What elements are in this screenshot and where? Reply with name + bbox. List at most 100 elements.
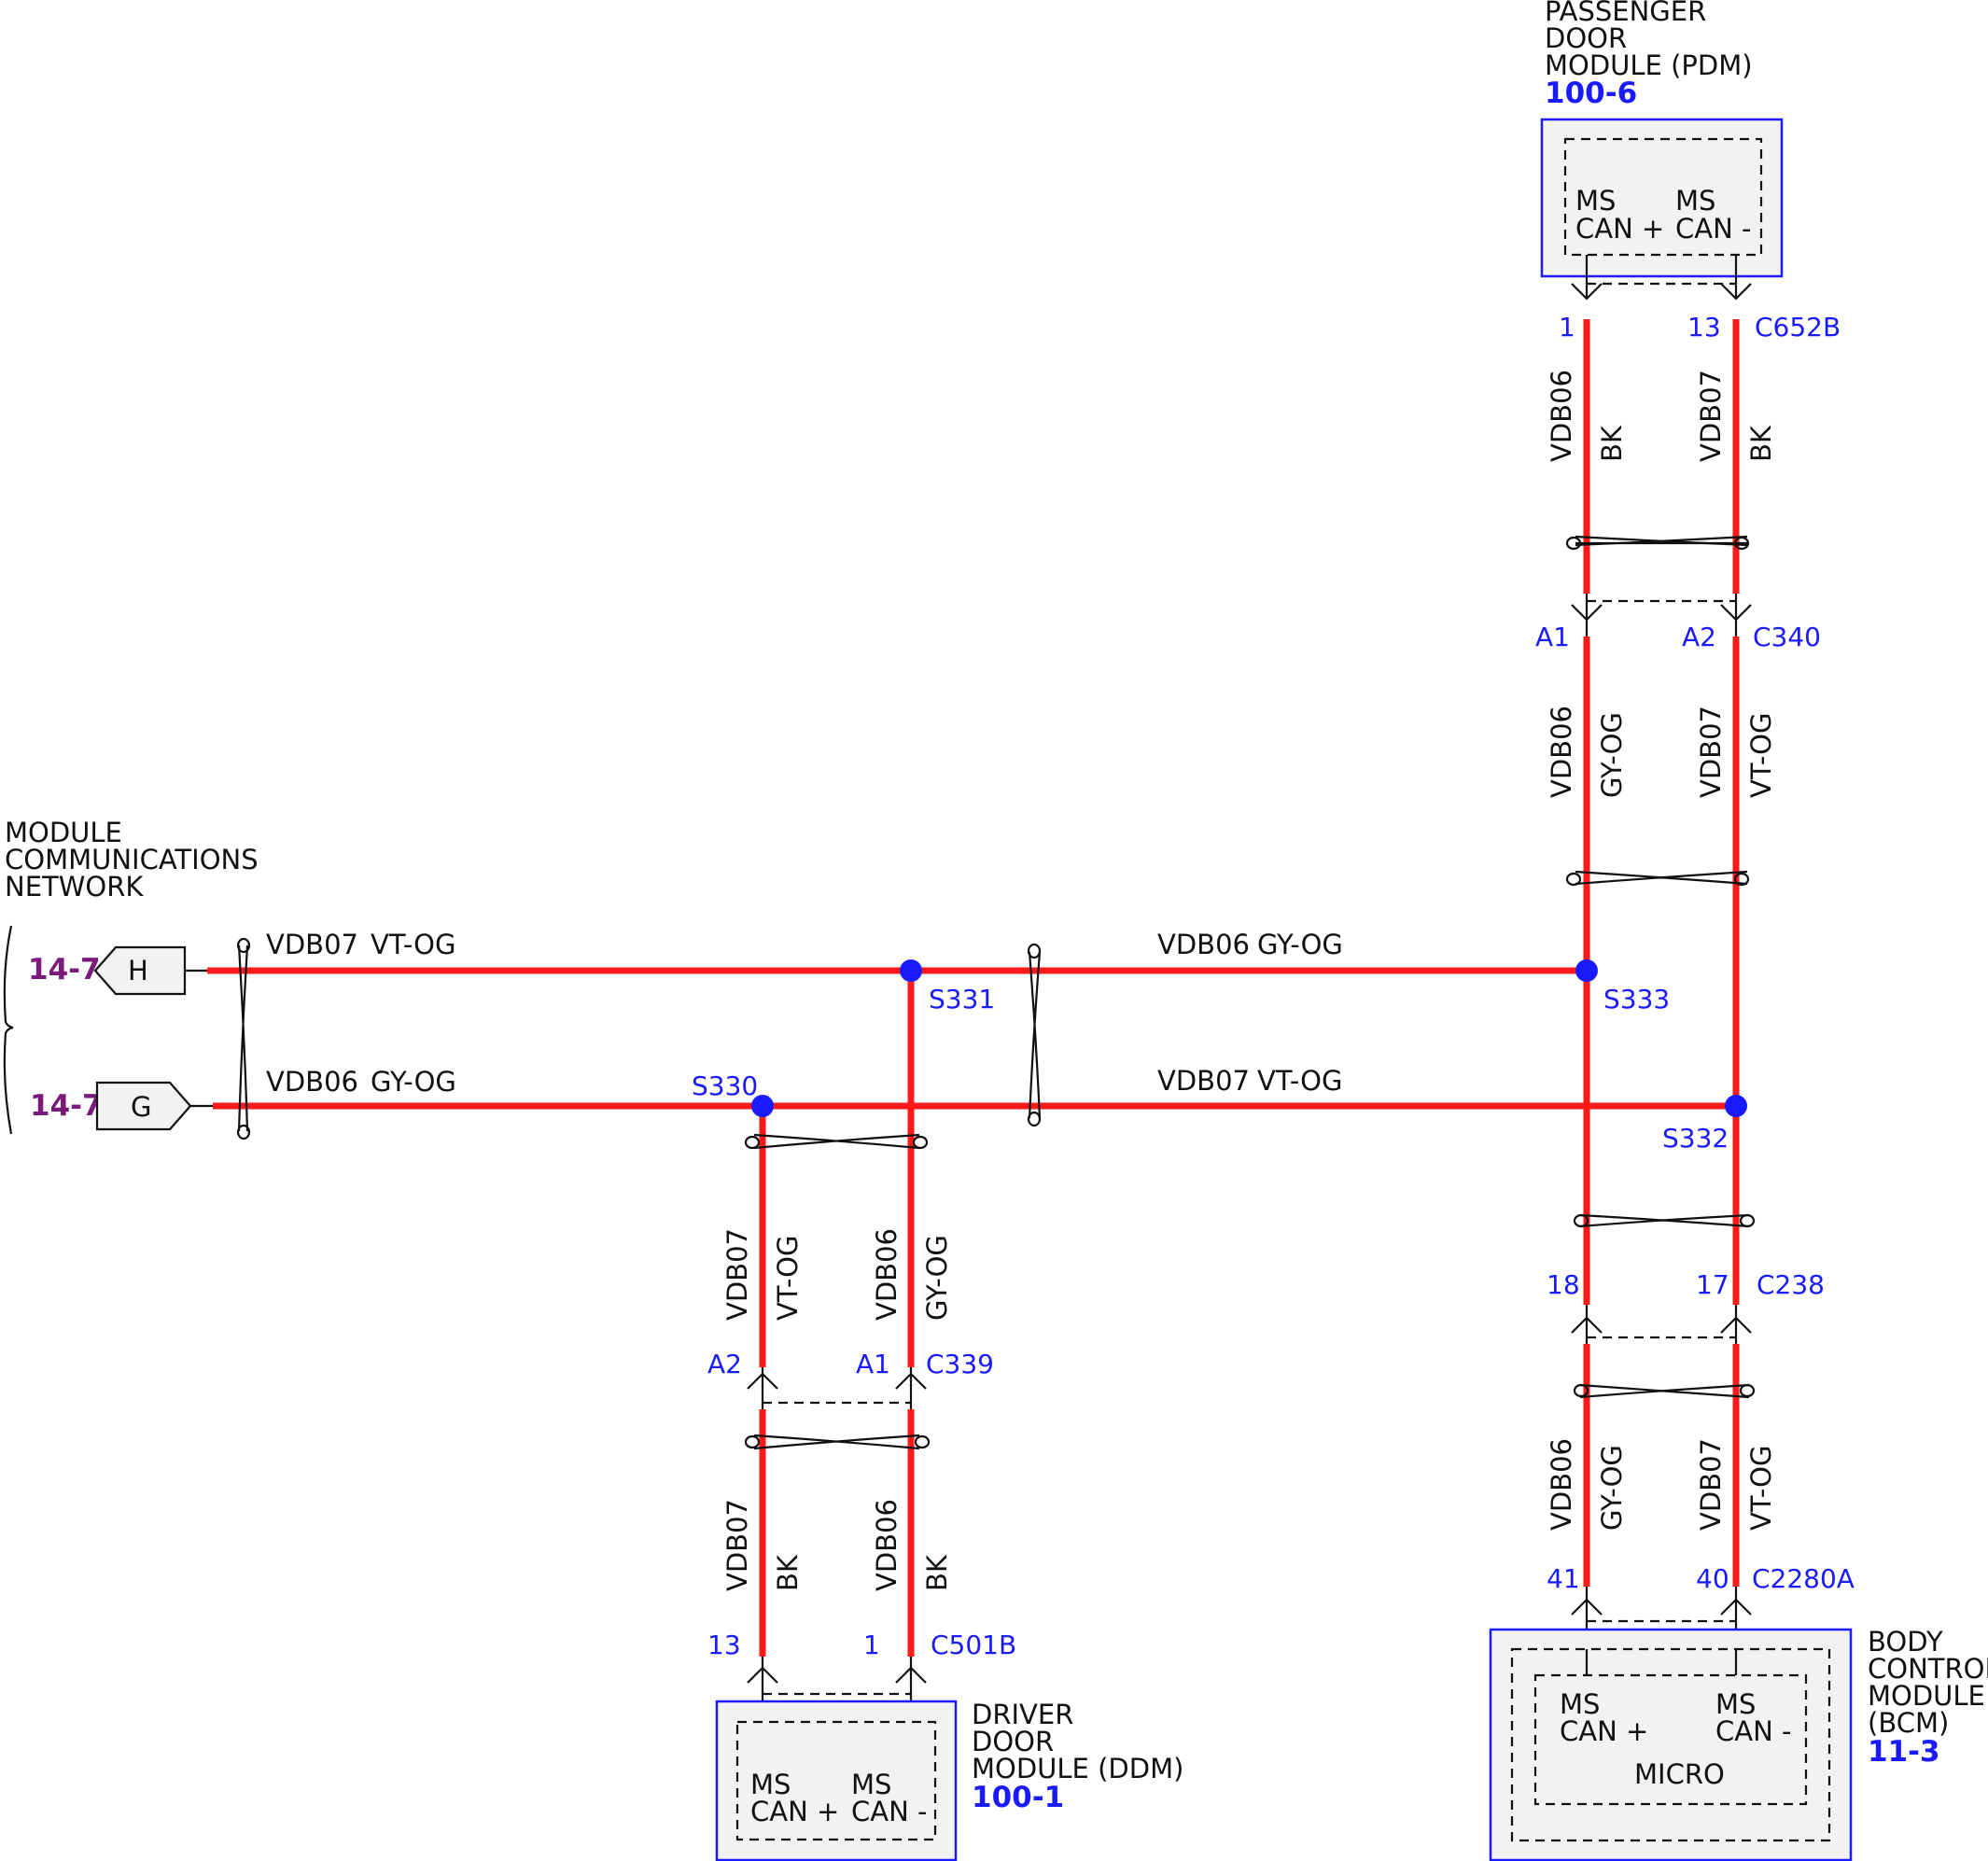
c339-pin-b: A1 <box>856 1349 890 1379</box>
bcm-reference-link[interactable]: 11-3 <box>1868 1735 1940 1769</box>
c339-label: C339 <box>926 1349 994 1379</box>
bcm-name-line-2: CONTROL <box>1868 1653 1988 1685</box>
pdm-name-line-3: MODULE (PDM) <box>1545 49 1753 81</box>
connector-c652b[interactable]: 1 13 C652B <box>1559 282 1841 343</box>
c652b-pin-a: 1 <box>1559 312 1575 343</box>
twisted-pair-end <box>1565 872 1582 887</box>
twisted-pair-end <box>744 1135 761 1150</box>
wire-label-circuit: VDB07 <box>1695 1438 1727 1531</box>
wire-label-color: GY-OG <box>921 1235 953 1321</box>
connector-c238[interactable]: 18 17 C238 <box>1547 1269 1825 1344</box>
wire-label-circuit: VDB07 <box>266 929 358 960</box>
splice-dot <box>1725 1095 1747 1117</box>
twisted-pair-end <box>1565 536 1582 551</box>
wire-label-circuit: VDB07 <box>1695 370 1727 462</box>
wire-label-color: VT-OG <box>1745 713 1777 798</box>
twisted-pair-end <box>1573 1383 1589 1398</box>
wire-label-color: BK <box>921 1554 953 1591</box>
connector-g-flag[interactable] <box>95 1081 192 1131</box>
twisted-pair-end <box>914 1434 931 1449</box>
pdm-reference-link[interactable]: 100-6 <box>1545 77 1637 110</box>
bcm-pin-plus-line-2: CAN + <box>1560 1715 1648 1747</box>
pdm-name-line-1: PASSENGER <box>1545 0 1706 27</box>
twisted-pair-end <box>1573 1213 1589 1228</box>
bcm-outer-dashed <box>1510 1647 1831 1842</box>
driver-door-module[interactable]: MS CAN + MS CAN - DRIVER DOOR MODULE (DD… <box>715 1699 1183 1861</box>
c340-pin-a: A1 <box>1535 622 1570 652</box>
twisted-pair-end <box>1739 1213 1756 1228</box>
splice-s330-label: S330 <box>692 1070 758 1101</box>
c2280a-label: C2280A <box>1752 1563 1855 1594</box>
c501b-label: C501B <box>931 1630 1016 1660</box>
twisted-pair-end <box>1027 1111 1042 1127</box>
c501b-pin-a: 13 <box>707 1630 741 1660</box>
bcm-pin-minus-line-1: MS <box>1715 1688 1756 1720</box>
twisted-pair-symbol <box>1575 870 1748 886</box>
twisted-pair-symbol <box>1028 951 1042 1119</box>
splice-s332[interactable]: S332 <box>1662 1095 1747 1154</box>
wire-label-circuit: VDB07 <box>1695 706 1727 798</box>
pdm-inner-box <box>1563 137 1763 257</box>
ddm-box <box>715 1700 958 1861</box>
twisted-pair-symbol <box>1575 535 1748 547</box>
splice-s333[interactable]: S333 <box>1575 959 1670 1014</box>
c652b-pin-a-arrow <box>1571 283 1603 301</box>
passenger-door-module[interactable]: PASSENGER DOOR MODULE (PDM) 100-6 MS CAN… <box>1540 0 1784 299</box>
twisted-pair-end <box>236 1124 251 1140</box>
splice-dot <box>900 959 922 982</box>
c2280a-pin-a: 41 <box>1547 1563 1580 1594</box>
twisted-pair-symbol <box>753 1133 920 1150</box>
page-reference-h[interactable]: 14-7 <box>28 953 101 986</box>
c339-pin-a-arrow <box>747 1372 778 1390</box>
ddm-name-line-2: DOOR <box>972 1726 1054 1757</box>
wire-label-color: GY-OG <box>1257 929 1343 960</box>
c2280a-pin-b-arrow <box>1720 1598 1752 1616</box>
splice-dot <box>751 1095 774 1117</box>
c340-label: C340 <box>1753 622 1821 652</box>
wire-label-color: VT-OG <box>371 929 455 960</box>
module-communications-network: MODULE COMMUNICATIONS NETWORK 14-7 14-7 … <box>3 817 259 1135</box>
wire-label-color: VT-OG <box>1745 1446 1777 1531</box>
c238-pin-a-arrow <box>1571 1316 1603 1334</box>
page-reference-g[interactable]: 14-7 <box>30 1089 103 1123</box>
splice-s331[interactable]: S331 <box>900 959 995 1014</box>
splice-s330[interactable]: S330 <box>692 1070 774 1117</box>
splice-s333-label: S333 <box>1603 984 1670 1014</box>
twisted-pair-end <box>744 1434 761 1449</box>
network-title-line-2: COMMUNICATIONS <box>5 844 259 875</box>
connector-g-label: G <box>131 1091 151 1123</box>
bcm-micro-label: MICRO <box>1634 1758 1725 1790</box>
wire-label-color: VT-OG <box>1257 1065 1342 1097</box>
wire-label-circuit: VDB07 <box>721 1499 753 1591</box>
c340-pin-a-arrow <box>1571 604 1603 622</box>
ddm-reference-link[interactable]: 100-1 <box>972 1781 1064 1814</box>
bcm-pin-minus-line-2: CAN - <box>1715 1715 1791 1747</box>
wire-label-circuit: VDB06 <box>871 1228 903 1321</box>
connector-c340[interactable]: A1 A2 C340 <box>1535 594 1821 652</box>
twisted-pair-end <box>912 1135 929 1150</box>
bcm-micro-box <box>1533 1673 1808 1806</box>
twisted-pair-symbol <box>1579 1383 1750 1399</box>
connector-c2280a[interactable]: 41 40 C2280A <box>1547 1563 1855 1680</box>
c339-pin-a: A2 <box>707 1349 742 1379</box>
bcm-name-line-3: MODULE <box>1868 1680 1985 1712</box>
twisted-pair-end <box>236 937 251 954</box>
wire-label-circuit: VDB06 <box>871 1499 903 1591</box>
pdm-pin-plus-line-2: CAN + <box>1575 213 1664 245</box>
c340-pin-b: A2 <box>1682 622 1716 652</box>
twisted-pair-end <box>1733 872 1750 887</box>
pdm-pin-plus-line-1: MS <box>1575 185 1616 217</box>
c238-pin-a: 18 <box>1547 1269 1580 1300</box>
ddm-name-line-3: MODULE (DDM) <box>972 1753 1183 1784</box>
connector-c501b[interactable]: 13 1 C501B <box>707 1630 1016 1722</box>
connector-c339[interactable]: A2 A1 C339 <box>707 1349 994 1409</box>
ddm-pin-minus-line-1: MS <box>851 1769 891 1800</box>
ddm-pin-plus-line-2: CAN + <box>750 1796 839 1827</box>
body-control-module[interactable]: MS CAN + MS CAN - MICRO BODY CONTROL MOD… <box>1489 1626 1988 1861</box>
c652b-pin-b: 13 <box>1687 312 1721 343</box>
wire-label-circuit: VDB07 <box>1157 1065 1250 1097</box>
wire-label-circuit: VDB07 <box>721 1228 753 1321</box>
ddm-pin-minus-line-2: CAN - <box>851 1796 927 1827</box>
c652b-pin-b-arrow <box>1720 283 1752 301</box>
